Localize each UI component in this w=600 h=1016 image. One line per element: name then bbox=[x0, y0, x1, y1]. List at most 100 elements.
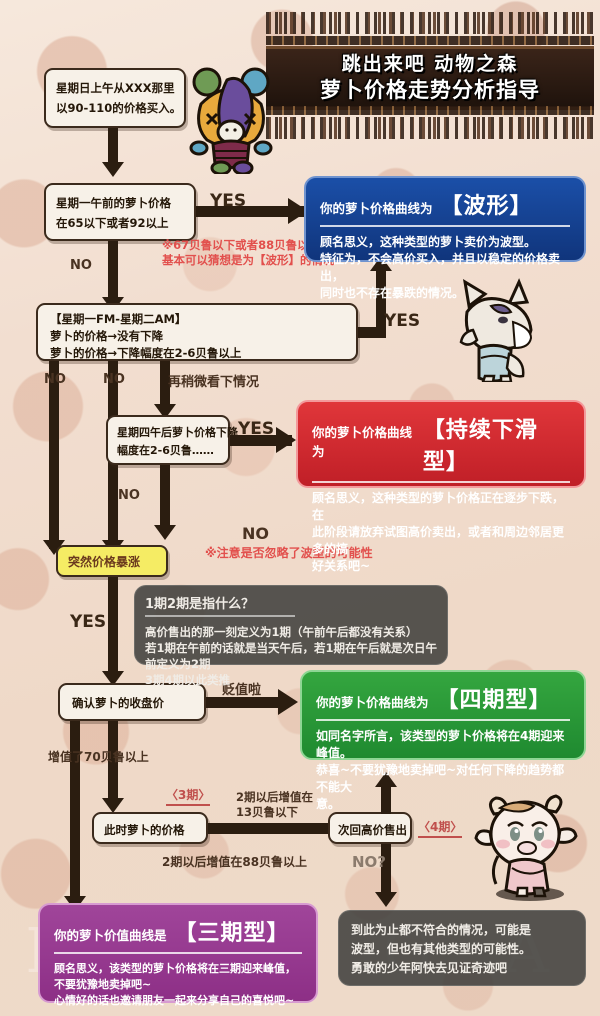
label-no-question: NO? bbox=[352, 853, 387, 871]
panel-phase-explanation: 1期2期是指什么？ 高价售出的那一刻定义为1期（午前午后都没有关系） 若1期在午… bbox=[134, 585, 448, 687]
node-price-at-time[interactable]: 此时萝卜的价格 bbox=[92, 812, 208, 844]
connector-confirm-left bbox=[70, 721, 80, 903]
node-next-high-label: 次回高价售出 bbox=[338, 823, 407, 837]
label-watch-a-bit: 再稍微看下情况 bbox=[168, 375, 260, 390]
panel-three-title: 【三期型】 bbox=[174, 921, 290, 946]
wolf-mascot bbox=[459, 278, 533, 382]
banner-top-lace bbox=[266, 12, 594, 45]
connector-monfm-no-left bbox=[49, 361, 59, 549]
label-no-monday: NO bbox=[70, 258, 92, 273]
node-monday-fm[interactable]: 【星期一FM-星期二AM】 萝卜的价格→没有下降 萝卜的价格→下降幅度在2-6贝… bbox=[36, 303, 358, 361]
panel-phase-body-1: 高价售出的那一刻定义为1期（午前午后都没有关系） bbox=[145, 625, 418, 639]
panel-three-prefix: 你的萝卜价值曲线是 bbox=[54, 928, 167, 943]
arrow-thursday-yes bbox=[276, 427, 296, 453]
label-gain-70: 增值了70贝鲁以上 bbox=[48, 750, 149, 764]
label-gain-13-line-1: 2期以后增值在 bbox=[236, 790, 314, 804]
panel-three-body-1: 顾名思义，该类型的萝卜价格将在三期迎来峰值， bbox=[54, 962, 296, 975]
panel-four-phase-type: 你的萝卜价格曲线为 【四期型】 如同名字所言，该类型的萝卜价格将在4期迎来峰值。… bbox=[300, 670, 586, 811]
node-next-high-sell[interactable]: 次回高价售出 bbox=[328, 812, 412, 844]
label-phase-4: 〈4期〉 bbox=[418, 818, 463, 838]
header-banner: 跳出来吧 动物之森 萝卜价格走势分析指导 bbox=[266, 6, 594, 139]
banner-plate bbox=[266, 46, 594, 110]
label-gain-13: 2期以后增值在 13贝鲁以下 bbox=[236, 790, 313, 820]
note-wave-line-2: 基本可以猜想是为【波形】的情况 bbox=[162, 253, 335, 267]
connector-nexthigh-down bbox=[381, 844, 391, 898]
banner-bottom-lace bbox=[266, 106, 594, 139]
label-no-monfm-mid: NO bbox=[103, 372, 125, 387]
panel-three-header: 你的萝卜价值曲线是 【三期型】 bbox=[54, 915, 302, 952]
arrow-thursday-no bbox=[154, 525, 176, 540]
connector-nexthigh-up bbox=[381, 784, 391, 814]
panel-decline-prefix: 你的萝卜价格曲线为 bbox=[312, 425, 413, 459]
arrow-monday-yes bbox=[288, 198, 308, 224]
arrow-spike-down bbox=[102, 671, 124, 686]
node-confirm-label: 确认萝卜的收盘价 bbox=[72, 696, 164, 710]
label-gain-13-line-2: 13贝鲁以下 bbox=[236, 805, 299, 819]
connector-monfm-yes-v bbox=[376, 268, 386, 334]
connector-monfm-watch bbox=[160, 361, 170, 411]
node-monday-line-2: 在65以下或者92以上 bbox=[56, 216, 169, 230]
label-no-thursday: NO bbox=[118, 488, 140, 503]
connector-monfm-yes-h bbox=[358, 327, 386, 338]
node-thursday-line-2: 幅度在2-6贝鲁…… bbox=[117, 444, 214, 457]
panel-wave-header: 你的萝卜价格曲线为 【波形】 bbox=[320, 188, 570, 225]
label-yes-thursday: YES bbox=[238, 419, 275, 439]
node-monfm-line-2: 萝卜的价格→没有下降 bbox=[50, 329, 164, 343]
panel-decline-body-3: 好关系吧~ bbox=[312, 559, 371, 573]
panel-three-body: 顾名思义，该类型的萝卜价格将在三期迎来峰值， 不要犹豫地卖掉吧~ 心情好的话也邀… bbox=[54, 961, 302, 1009]
panel-four-body-2: 恭喜~不要犹豫地卖掉吧~对任何下降的趋势都不能大 bbox=[316, 763, 565, 794]
arrow-start-monday bbox=[102, 162, 124, 177]
label-phase-3: 〈3期〉 bbox=[166, 786, 211, 806]
node-monday-line-1: 星期一午前的萝卜价格 bbox=[56, 196, 171, 210]
panel-three-rule bbox=[54, 952, 302, 954]
panel-wave-prefix: 你的萝卜价格曲线为 bbox=[320, 201, 433, 216]
title-line-1: 跳出来吧 动物之森 bbox=[341, 53, 519, 75]
panel-three-body-2: 不要犹豫地卖掉吧~ bbox=[54, 978, 152, 991]
panel-decline-body-2: 此阶段请放弃试图高价卖出，或者和周边邻居更多的搞 bbox=[312, 525, 565, 556]
panel-wave-body: 顾名思义，这种类型的萝卜卖价为波型。 特征为，不会高价买入，并且以稳定的价格卖出… bbox=[320, 234, 570, 302]
label-yes-monfm: YES bbox=[384, 311, 421, 331]
panel-fallback-note: 到此为止都不符合的情况，可能是 波型，但也有其他类型的可能性。 勇敢的少年阿快去… bbox=[338, 910, 586, 986]
panel-decline-title: 【持续下滑型】 bbox=[422, 418, 538, 475]
panel-phase-body: 高价售出的那一刻定义为1期（午前午后都没有关系） 若1期在午前的话就是当天午后，… bbox=[145, 624, 437, 688]
panel-wave-body-2: 特征为，不会高价买入，并且以稳定的价格卖出， bbox=[320, 252, 561, 283]
panel-four-title: 【四期型】 bbox=[436, 688, 552, 713]
arrow-nexthigh-up bbox=[375, 772, 397, 787]
node-monday-price[interactable]: 星期一午前的萝卜价格 在65以下或者92以上 bbox=[44, 183, 196, 241]
node-start[interactable]: 星期日上午从XXX那里 以90-110的价格买入。 bbox=[44, 68, 186, 128]
cow-mascot bbox=[474, 794, 578, 901]
node-start-line-1: 星期日上午从XXX那里 bbox=[56, 81, 175, 95]
panel-decline-type: 你的萝卜价格曲线为 【持续下滑型】 顾名思义，这种类型的萝卜价格正在逐步下跌，在… bbox=[296, 400, 586, 573]
panel-phase-header: 1期2期是指什么？ bbox=[145, 593, 437, 615]
node-price-at-time-label: 此时萝卜的价格 bbox=[104, 823, 185, 837]
node-price-spike-label: 突然价格暴涨 bbox=[68, 554, 141, 569]
connector-price-nexthigh bbox=[208, 823, 328, 834]
label-no-monfm-left: NO bbox=[44, 372, 66, 387]
node-confirm-close-price[interactable]: 确认萝卜的收盘价 bbox=[58, 683, 206, 721]
connector-thursday-yes bbox=[230, 435, 292, 446]
panel-three-body-3: 心情好的话也邀请朋友一起来分享自己的喜悦吧~ bbox=[54, 994, 295, 1007]
panel-phase-prefix: 1期2期是指什么？ bbox=[145, 597, 255, 612]
node-thursday-drop[interactable]: 星期四午后萝卜价格下降 幅度在2-6贝鲁…… bbox=[106, 415, 238, 465]
connector-monday-yes bbox=[196, 206, 304, 217]
panel-phase-body-3: 3期4期以此类推 bbox=[145, 673, 231, 687]
panel-wave-type: 你的萝卜价格曲线为 【波形】 顾名思义，这种类型的萝卜卖价为波型。 特征为，不会… bbox=[304, 176, 586, 300]
panel-four-body: 如同名字所言，该类型的萝卜价格将在4期迎来峰值。 恭喜~不要犹豫地卖掉吧~对任何… bbox=[316, 728, 570, 813]
panel-fallback-body-2: 波型，但也有其他类型的可能性。 bbox=[351, 942, 532, 956]
arrow-confirm-mid bbox=[102, 798, 124, 813]
node-monfm-line-1: 【星期一FM-星期二AM】 bbox=[50, 312, 187, 326]
panel-wave-body-1: 顾名思义，这种类型的萝卜卖价为波型。 bbox=[320, 235, 537, 249]
label-gain-88: 2期以后增值在88贝鲁以上 bbox=[162, 855, 308, 869]
arrow-nexthigh-down bbox=[375, 892, 397, 907]
panel-decline-rule bbox=[312, 481, 570, 483]
connector-spike-down bbox=[108, 577, 118, 677]
node-price-spike[interactable]: 突然价格暴涨 bbox=[56, 545, 168, 577]
title-line-2: 萝卜价格走势分析指导 bbox=[320, 78, 540, 102]
connector-monday-no bbox=[108, 241, 118, 303]
label-devalue: 贬值啦 bbox=[222, 683, 262, 698]
note-wave-warning: ※注意是否忽略了波型的可能性 bbox=[205, 546, 373, 560]
panel-fallback-body-3: 勇敢的少年阿快去见证奇迹吧 bbox=[351, 961, 508, 975]
panel-wave-body-3: 同时也不存在暴跌的情况。 bbox=[320, 286, 465, 300]
panel-fallback-body: 到此为止都不符合的情况，可能是 波型，但也有其他类型的可能性。 勇敢的少年阿快去… bbox=[351, 921, 573, 978]
